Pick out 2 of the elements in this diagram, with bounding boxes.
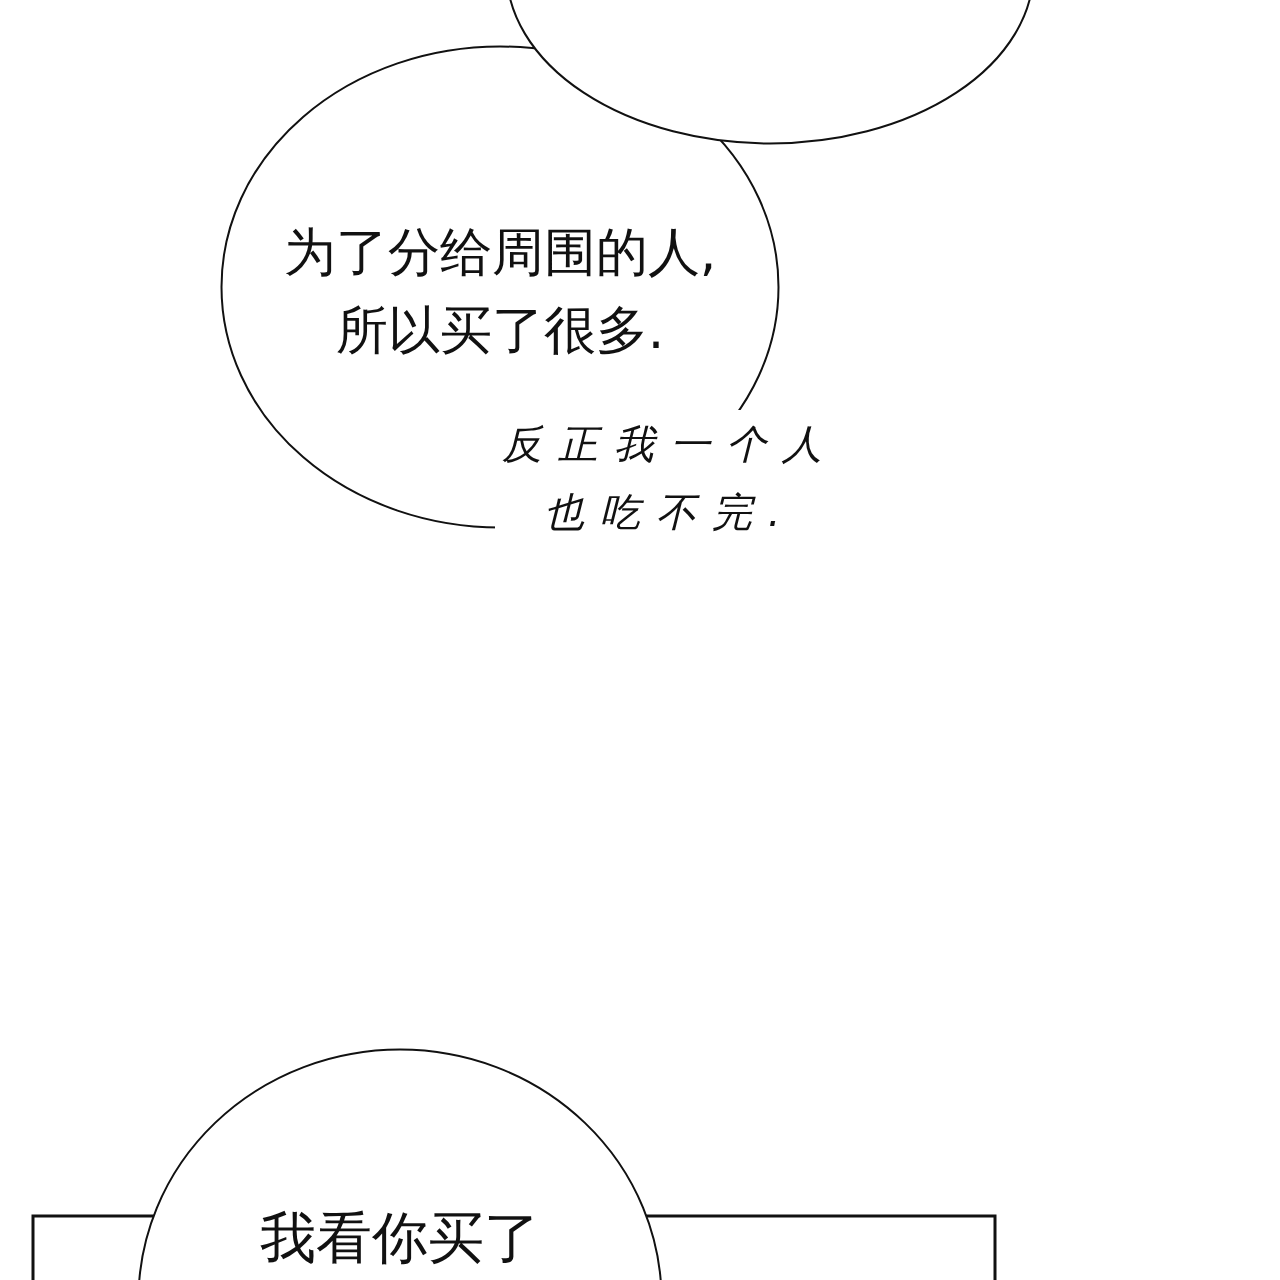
bubble-text: 为了分给周围的人,所以买了很多.: [282, 221, 718, 362]
bubble-text: 我看你买了: [259, 1204, 541, 1272]
